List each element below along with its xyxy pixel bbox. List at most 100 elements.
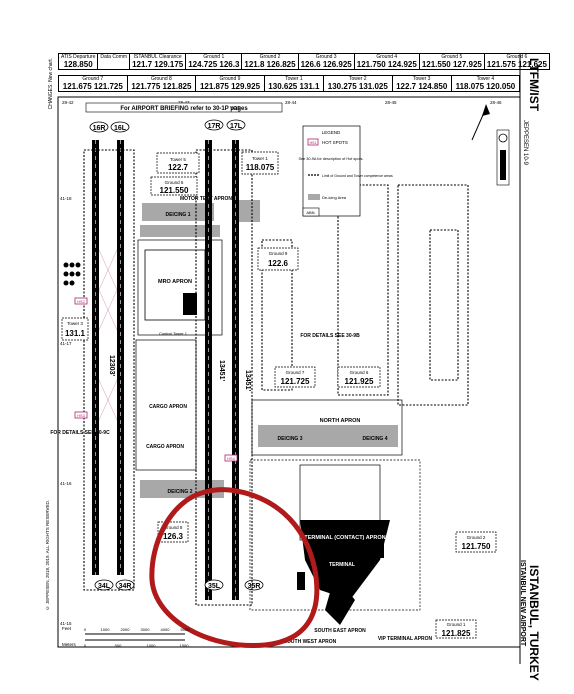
north-arrow-icon xyxy=(471,104,490,141)
legend-hot-spots: HOT SPOTS xyxy=(322,140,348,145)
ground5-freq: 121.550 xyxy=(160,186,189,195)
grid-label-left-3: 41-16 xyxy=(60,481,72,486)
south-west-apron-label: SOUTH WEST APRON xyxy=(284,639,337,645)
apron-labels: MOTOR TEST APRON DEICING 1 CARGO APRON C… xyxy=(50,196,387,495)
hot-spot-hs4: HS4 xyxy=(227,457,234,461)
red-annotation-circle xyxy=(149,487,320,649)
vor-label: VOR xyxy=(230,106,241,112)
runway-length-2: 13451' xyxy=(218,360,225,381)
competence-limits xyxy=(83,149,469,606)
scale-bar: Feet Meters 0 1000 2000 3000 4000 5000 0… xyxy=(62,626,190,648)
airport-name: ISTANBUL NEW AIRPORT xyxy=(519,560,526,647)
ground1-label: Ground 1 xyxy=(447,622,466,627)
grid-label-left-1: 41-18 xyxy=(60,196,72,201)
cargo-apron-1-label: CARGO APRON xyxy=(149,404,187,410)
ground1-freq: 121.825 xyxy=(442,629,471,638)
tower5-freq: 122.7 xyxy=(168,163,189,172)
cargo-apron-2-label: CARGO APRON xyxy=(146,444,184,450)
grid-label-top-4: 28-45 xyxy=(385,100,397,105)
grid-label-top-2: 28-43 xyxy=(178,100,190,105)
hot-spot-hs2: HS2 xyxy=(77,300,84,304)
ground8-freq: 126.3 xyxy=(163,532,184,541)
control-tower-label: Control Tower 1 xyxy=(159,331,188,336)
terminal-building: TERMINAL (CONTACT) APRON TERMINAL xyxy=(297,520,390,625)
scale-meters-label: Meters xyxy=(62,642,77,647)
terminal-contact-apron-label: TERMINAL (CONTACT) APRON xyxy=(304,535,385,541)
scale-m0: 0 xyxy=(84,643,87,648)
grid-label-top-5: 28-46 xyxy=(490,100,502,105)
grid-label-top-3: 28-44 xyxy=(285,100,297,105)
ground7-label: Ground 7 xyxy=(286,370,305,375)
legend-title: LEGEND xyxy=(322,130,341,135)
scale-m1000: 1000 xyxy=(147,643,157,648)
tower3-label: Tower 3 xyxy=(67,321,83,326)
details-30-9c: FOR DETAILS SEE 30-9C xyxy=(50,430,110,436)
north-apron-label: NORTH APRON xyxy=(320,418,361,424)
hot-spot-markers: HS2 HS3 HS4 xyxy=(74,297,238,462)
ground5-label: Ground 5 xyxy=(165,180,184,185)
ground8-label: Ground 8 xyxy=(164,525,183,530)
ground7-freq: 121.725 xyxy=(281,377,310,386)
ground6-label: Ground 6 xyxy=(350,370,369,375)
deicing-1-label: DEICING 1 xyxy=(165,212,190,218)
hot-spot-hs3: HS3 xyxy=(77,414,84,418)
tower3-freq: 131.1 xyxy=(65,329,86,338)
jeppesen-logo-icon xyxy=(496,129,510,186)
apron-stand-dots xyxy=(63,262,81,286)
motor-test-apron-label: MOTOR TEST APRON xyxy=(180,196,232,202)
deicing-4-label: DEICING 4 xyxy=(362,436,387,442)
south-east-apron-label: SOUTH EAST APRON xyxy=(314,628,366,634)
deicing-3-label: DEICING 3 xyxy=(277,436,302,442)
frequency-boxes: Tower 5 122.7 Ground 5 121.550 Tower 1 1… xyxy=(61,151,497,639)
runway-17r-label: 17R xyxy=(208,123,221,130)
runway-16r-label: 16R xyxy=(93,125,106,132)
tower1-freq: 118.075 xyxy=(246,163,275,172)
legend-hs-code: HS1 xyxy=(310,141,317,145)
city-title: ISTANBUL, TURKEY xyxy=(527,565,541,681)
ground2-label: Ground 2 xyxy=(467,535,486,540)
scale-f1000: 1000 xyxy=(101,627,111,632)
ground9-freq: 122.6 xyxy=(268,259,289,268)
tower5-label: Tower 5 xyxy=(170,157,186,162)
runway-end-labels: 16R 16L 17R 17L 34L 34R 35L 35R xyxy=(89,119,264,591)
runway-length-3: 13451' xyxy=(244,370,251,391)
scale-m1500: 1500 xyxy=(180,643,190,648)
ground2-freq: 121.750 xyxy=(462,542,491,551)
hatch-area xyxy=(98,249,118,421)
legend-limit: Limit of Ground and Tower competence are… xyxy=(322,174,393,178)
grid-label-left-4: 41-15 xyxy=(60,621,72,626)
scale-f2000: 2000 xyxy=(121,627,131,632)
grid-label-left-2: 41-17 xyxy=(60,341,72,346)
runway-17l-label: 17L xyxy=(230,123,243,130)
chart-index: JEPPESEN 10-9 xyxy=(522,120,528,166)
runway-17r-35l xyxy=(205,140,212,600)
scale-f5000: 5000 xyxy=(181,627,191,632)
tower1-label: Tower 1 xyxy=(252,156,268,161)
details-30-9b: FOR DETAILS SEE 30-9B xyxy=(300,333,360,339)
scale-f0: 0 xyxy=(84,627,87,632)
mro-apron-label: MRO APRON xyxy=(158,279,192,285)
legend-deicing: De-icing Area xyxy=(322,195,347,200)
grid-label-top-1: 28-42 xyxy=(62,100,74,105)
deicing-areas xyxy=(140,200,398,498)
scale-f3000: 3000 xyxy=(141,627,151,632)
legend-see-note: See 30-9A for description of Hot spots. xyxy=(298,157,363,161)
scale-m500: 500 xyxy=(115,643,122,648)
legend-abn: ABN. xyxy=(306,210,315,215)
briefing-note: For AIRPORT BRIEFING refer to 30-1P page… xyxy=(120,106,248,112)
airport-code: LTFM/IST xyxy=(527,58,541,112)
legend: LEGEND HS1 HOT SPOTS See 30-9A for descr… xyxy=(298,125,393,217)
